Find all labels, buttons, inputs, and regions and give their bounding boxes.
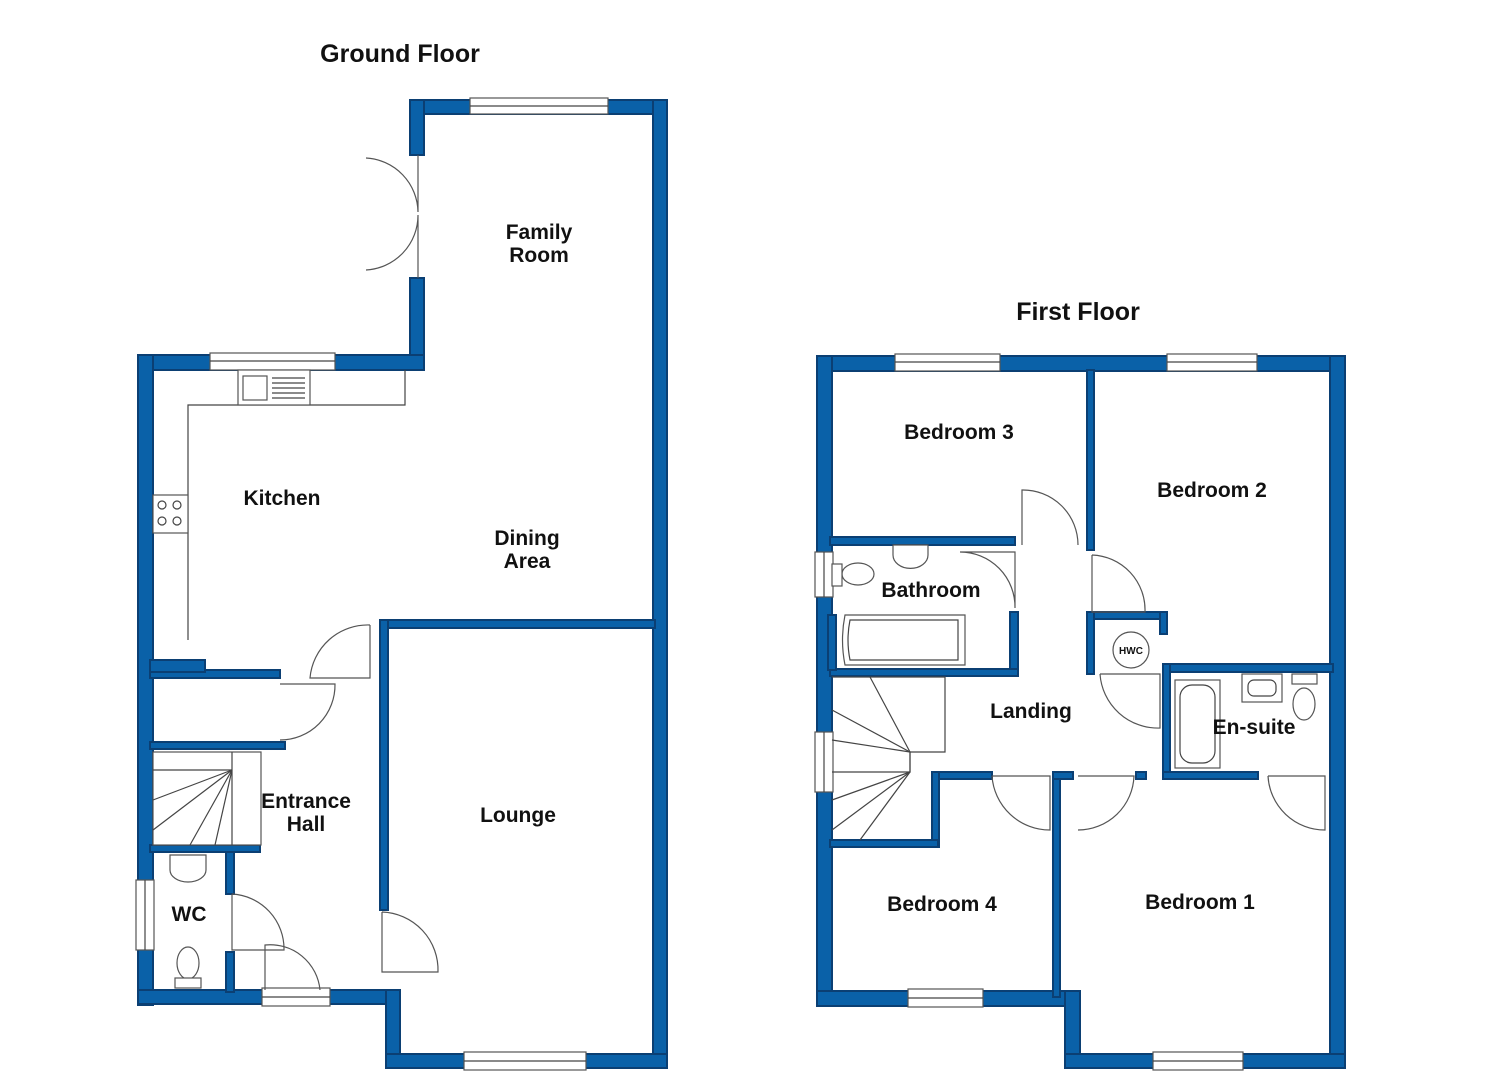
first-floor: First Floor — [814, 298, 1346, 1071]
room-label-bathroom: Bathroom — [881, 579, 980, 602]
room-label-entrance-hall: Hall — [287, 813, 326, 836]
wc-fixtures — [169, 854, 207, 989]
door-swing — [264, 944, 321, 991]
toilet-icon — [176, 946, 200, 980]
shower-tray-icon — [1174, 679, 1221, 769]
door-swing — [1267, 775, 1326, 831]
door-swing — [959, 551, 1016, 609]
ground-floor: Ground Floor — [135, 40, 668, 1071]
door-swing — [381, 911, 439, 973]
toilet-icon — [841, 562, 875, 586]
en-suite-fixtures — [1174, 673, 1318, 769]
room-label-bedroom-4: Bedroom 4 — [887, 893, 997, 916]
basin-icon — [1241, 673, 1283, 703]
room-label-kitchen: Kitchen — [243, 487, 320, 510]
door-swing — [1099, 673, 1161, 729]
first-stairs-icon — [831, 676, 946, 841]
room-label-landing: Landing — [990, 700, 1072, 723]
door-swing — [991, 775, 1051, 831]
door-swing — [1077, 775, 1135, 831]
bath-icon — [841, 614, 966, 666]
first-floor-windows — [814, 353, 1258, 1071]
room-label-bedroom-1: Bedroom 1 — [1145, 891, 1255, 914]
door-swing — [1021, 489, 1079, 546]
ground-floor-walls — [137, 99, 668, 1069]
hot-water-cylinder-icon — [1112, 631, 1150, 669]
toilet-icon — [1292, 687, 1316, 721]
door-swing — [231, 893, 285, 951]
first-floor-doors — [959, 489, 1326, 831]
room-label-wc: WC — [172, 903, 207, 926]
bathroom-fixtures: HWC — [827, 544, 1150, 671]
room-label-bedroom-3: Bedroom 3 — [904, 421, 1014, 444]
kitchen-fixtures — [152, 369, 406, 640]
ground-floor-doors — [231, 155, 439, 991]
room-label-family-room: Room — [509, 244, 569, 267]
ground-floor-labels: Family Room Kitchen Dining Area Entrance… — [172, 221, 573, 926]
room-label-family-room: Family — [506, 221, 573, 244]
hob-icon — [152, 494, 189, 534]
door-swing — [365, 214, 419, 278]
room-label-dining-area: Dining — [494, 527, 559, 550]
basin-icon — [169, 854, 207, 883]
room-label-lounge: Lounge — [480, 804, 556, 827]
room-label-entrance-hall: Entrance — [261, 790, 351, 813]
room-label-en-suite: En-suite — [1213, 716, 1296, 739]
basin-icon — [892, 544, 929, 569]
first-floor-labels: Bedroom 3 Bedroom 2 Bathroom Landing En-… — [881, 421, 1295, 916]
door-swing — [1091, 554, 1146, 613]
room-label-bedroom-2: Bedroom 2 — [1157, 479, 1267, 502]
hwc-label: HWC — [1119, 646, 1143, 657]
door-swing — [309, 624, 371, 679]
first-floor-title: First Floor — [1016, 298, 1140, 326]
door-swing — [365, 155, 419, 213]
ground-floor-title: Ground Floor — [320, 40, 480, 68]
first-floor-walls — [816, 355, 1346, 1069]
room-label-dining-area: Area — [504, 550, 551, 573]
ground-floor-windows — [135, 97, 609, 1071]
ground-stairs-icon — [152, 751, 262, 846]
door-swing — [279, 683, 336, 741]
